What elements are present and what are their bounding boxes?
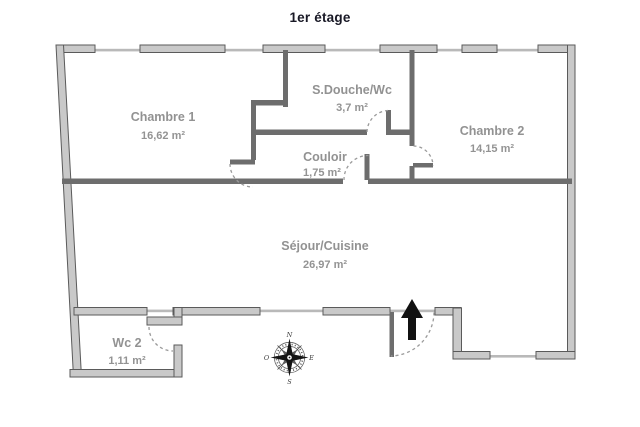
room-area: 14,15 m² xyxy=(470,143,514,155)
wall-wc2-right-lower xyxy=(173,344,183,378)
room-name: Chambre 1 xyxy=(131,110,196,124)
room-label-couloir: Couloir 1,75 m² xyxy=(303,150,347,179)
wall-terrace-bottom-2 xyxy=(535,351,576,360)
compass-label-south: S xyxy=(287,378,292,386)
room-label-wc-2: Wc 2 1,11 m² xyxy=(108,336,146,367)
room-labels: Chambre 1 16,62 m² S.Douche/Wc 3,7 m² Ch… xyxy=(108,83,524,367)
wall-bottom-3 xyxy=(322,307,391,316)
wall-left-slanted xyxy=(55,44,83,378)
wall-terrace-bottom-1 xyxy=(452,351,491,360)
room-label-sdouche-wc: S.Douche/Wc 3,7 m² xyxy=(312,83,392,114)
wall-chambre1-east-upper xyxy=(283,50,288,107)
wall-corridor-south-right xyxy=(368,178,572,184)
sdouche-door-leaf xyxy=(386,110,391,135)
room-label-chambre-1: Chambre 1 16,62 m² xyxy=(131,110,196,142)
compass-label-north: N xyxy=(286,331,293,339)
room-area: 1,75 m² xyxy=(303,167,341,179)
wall-corridor-south-left xyxy=(62,178,343,184)
sdouche-door-arc xyxy=(366,109,389,133)
room-name: Wc 2 xyxy=(112,336,141,350)
wall-top-5 xyxy=(461,44,498,53)
room-label-chambre-2: Chambre 2 14,15 m² xyxy=(460,124,525,155)
wall-terrace-pillar xyxy=(452,307,462,356)
wall-bottom-2 xyxy=(172,307,261,316)
room-area: 1,11 m² xyxy=(108,355,146,367)
window-terrace-strip xyxy=(453,355,575,358)
page-title: 1er étage xyxy=(289,10,351,25)
wc2-door-leaf xyxy=(146,316,183,326)
wall-top-2 xyxy=(139,44,226,53)
room-area: 26,97 m² xyxy=(303,259,347,271)
room-area: 16,62 m² xyxy=(141,130,185,142)
room-label-sejour-cuisine: Séjour/Cuisine 26,97 m² xyxy=(281,239,369,271)
entrance-arrow-icon xyxy=(401,299,423,340)
room-name: S.Douche/Wc xyxy=(312,83,392,97)
wall-sdouche-south-right xyxy=(390,129,414,135)
room-area: 3,7 m² xyxy=(336,102,368,114)
chambre2-door-arc xyxy=(413,145,434,166)
wall-bottom-1 xyxy=(73,307,148,316)
chambre1-door-arc xyxy=(229,163,254,188)
couloir-door-arc xyxy=(343,154,369,181)
wall-right xyxy=(567,44,576,360)
entrance-door-leaf xyxy=(389,312,394,357)
outer-walls xyxy=(55,44,576,378)
wall-top-4 xyxy=(379,44,438,53)
room-name: Séjour/Cuisine xyxy=(281,239,369,253)
interior-walls xyxy=(62,50,572,357)
wc2-door-arc xyxy=(148,326,174,352)
compass-label-west: O xyxy=(264,354,270,362)
wall-chambre2-west-upper xyxy=(409,50,415,146)
wall-wc2-bottom xyxy=(69,369,183,378)
wall-top-3 xyxy=(262,44,326,53)
couloir-door-leaf xyxy=(364,154,370,180)
wall-sdouche-south-left xyxy=(251,129,367,135)
compass-label-east: E xyxy=(308,354,314,362)
wall-chambre1-step xyxy=(251,100,288,106)
door-arcs xyxy=(148,109,435,357)
entrance-door-arc xyxy=(390,312,435,357)
compass-rose-icon: N S E O xyxy=(264,331,314,386)
chambre1-door-leaf xyxy=(230,159,255,165)
room-name: Chambre 2 xyxy=(460,124,525,138)
wall-chambre2-west-lower xyxy=(409,166,415,180)
chambre2-door-leaf xyxy=(413,163,433,168)
room-name: Couloir xyxy=(303,150,347,164)
compass-hub-dot xyxy=(288,356,291,359)
